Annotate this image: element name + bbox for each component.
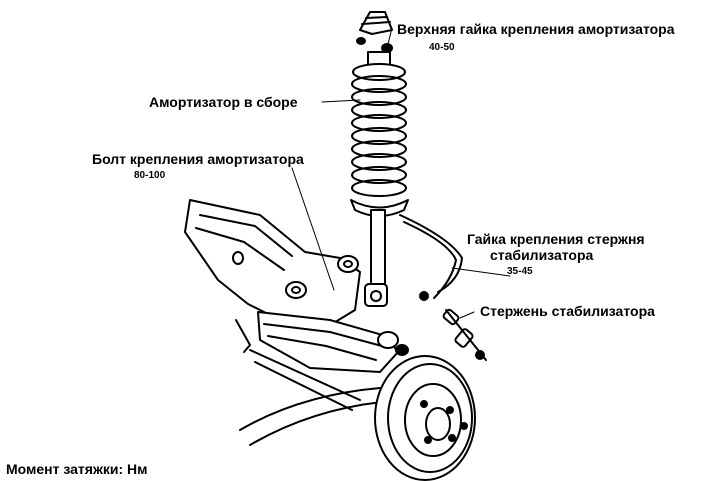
brake-disc xyxy=(374,355,476,481)
leader-lines xyxy=(291,27,511,319)
stabilizer-bar xyxy=(399,214,463,301)
label-stab-nut-line1: Гайка крепления стержня xyxy=(467,231,645,247)
label-strut-bolt: Болт крепления амортизатора xyxy=(92,151,304,167)
lower-link-arms xyxy=(239,349,383,446)
label-stab-nut-line2: стабилизатора xyxy=(490,247,594,263)
label-strut-assembly: Амортизатор в сборе xyxy=(149,94,298,110)
label-strut-bolt-torque: 80-100 xyxy=(134,170,166,181)
label-top-nut: Верхняя гайка крепления амортизатора xyxy=(397,21,675,37)
strut-coil-spring xyxy=(350,51,409,307)
label-top-nut-torque: 40-50 xyxy=(429,42,455,53)
footer-torque-units: Момент затяжки: Нм xyxy=(6,461,148,477)
stabilizer-link xyxy=(442,308,487,361)
label-stab-nut-torque: 35-45 xyxy=(507,266,533,277)
label-stab-link: Стержень стабилизатора xyxy=(480,303,655,319)
subframe xyxy=(184,199,361,353)
strut-top-boot xyxy=(356,11,393,53)
lower-control-arm xyxy=(257,311,409,373)
